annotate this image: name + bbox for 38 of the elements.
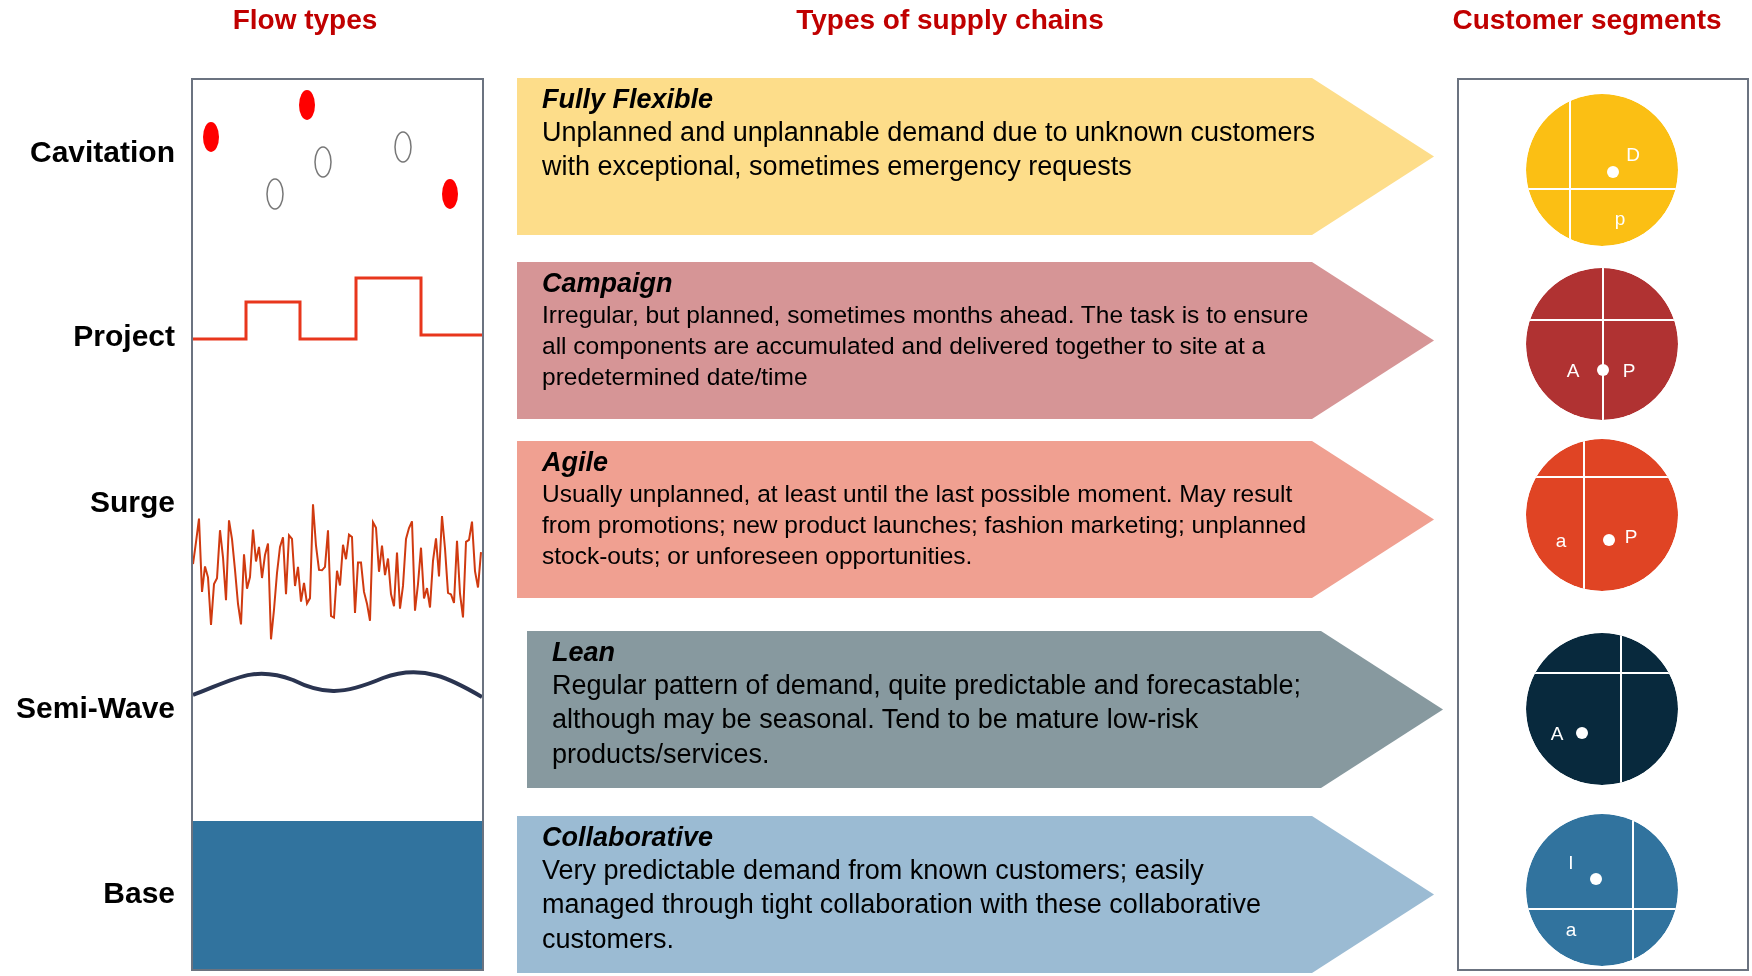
arrow-shape-panel bbox=[517, 78, 1434, 235]
column-heading: Customer segments bbox=[1451, 4, 1723, 36]
arrow-shape-panel bbox=[527, 631, 1443, 788]
panel-heading: Lean bbox=[552, 637, 617, 668]
arrow-shape-panel bbox=[517, 816, 1434, 973]
column-heading: Types of supply chains bbox=[795, 4, 1105, 36]
bordered-panel bbox=[1457, 78, 1749, 971]
panel-description: Usually unplanned, at least until the last possible moment. May result from promotions; new product launches; fashion marketing; unplanned stock-outs; or unforeseen opportunities. bbox=[542, 479, 1308, 572]
arrow-shape-panel bbox=[517, 441, 1434, 598]
segment-circle bbox=[1526, 268, 1678, 420]
panel-heading: Collaborative bbox=[542, 822, 715, 853]
circle-letter: A bbox=[1550, 723, 1564, 743]
circle-letter: I bbox=[1568, 852, 1574, 872]
row-label: Surge bbox=[88, 485, 175, 519]
circle-letter: P bbox=[1622, 360, 1636, 380]
panel-description: Very predictable demand from known customers; easily managed through tight collaboration with these collaborative customers. bbox=[542, 854, 1262, 956]
row-label: Base bbox=[102, 876, 175, 910]
panel-heading: Fully Flexible bbox=[542, 84, 715, 115]
circle-letter: A bbox=[1566, 360, 1580, 380]
circle-letter: D bbox=[1626, 144, 1640, 164]
row-label: Cavitation bbox=[28, 135, 175, 169]
row-label: Semi-Wave bbox=[15, 691, 175, 725]
panel-heading: Campaign bbox=[542, 268, 674, 299]
panel-description: Irregular, but planned, sometimes months ahead. The task is to ensure all components are accumulated and delivered together to site at a predetermined date/time bbox=[542, 300, 1310, 393]
circle-letter: p bbox=[1614, 208, 1626, 228]
circle-letter: a bbox=[1555, 530, 1567, 550]
panel-description: Regular pattern of demand, quite predictable and forecastable; although may be seasonal. Tend to be mature low-risk products/services. bbox=[552, 669, 1302, 771]
circle-letter: P bbox=[1624, 526, 1638, 546]
row-label: Project bbox=[72, 319, 175, 353]
segment-circle bbox=[1526, 633, 1678, 785]
segment-circle bbox=[1526, 439, 1678, 591]
segment-circle bbox=[1526, 814, 1678, 966]
panel-heading: Agile bbox=[542, 447, 609, 478]
arrow-shape-panel bbox=[517, 262, 1434, 419]
panel-description: Unplanned and unplannable demand due to unknown customers with exceptional, sometimes emergency requests bbox=[542, 116, 1317, 184]
column-heading: Flow types bbox=[231, 4, 379, 36]
circle-letter: a bbox=[1565, 919, 1577, 939]
segment-circle bbox=[1526, 94, 1678, 246]
